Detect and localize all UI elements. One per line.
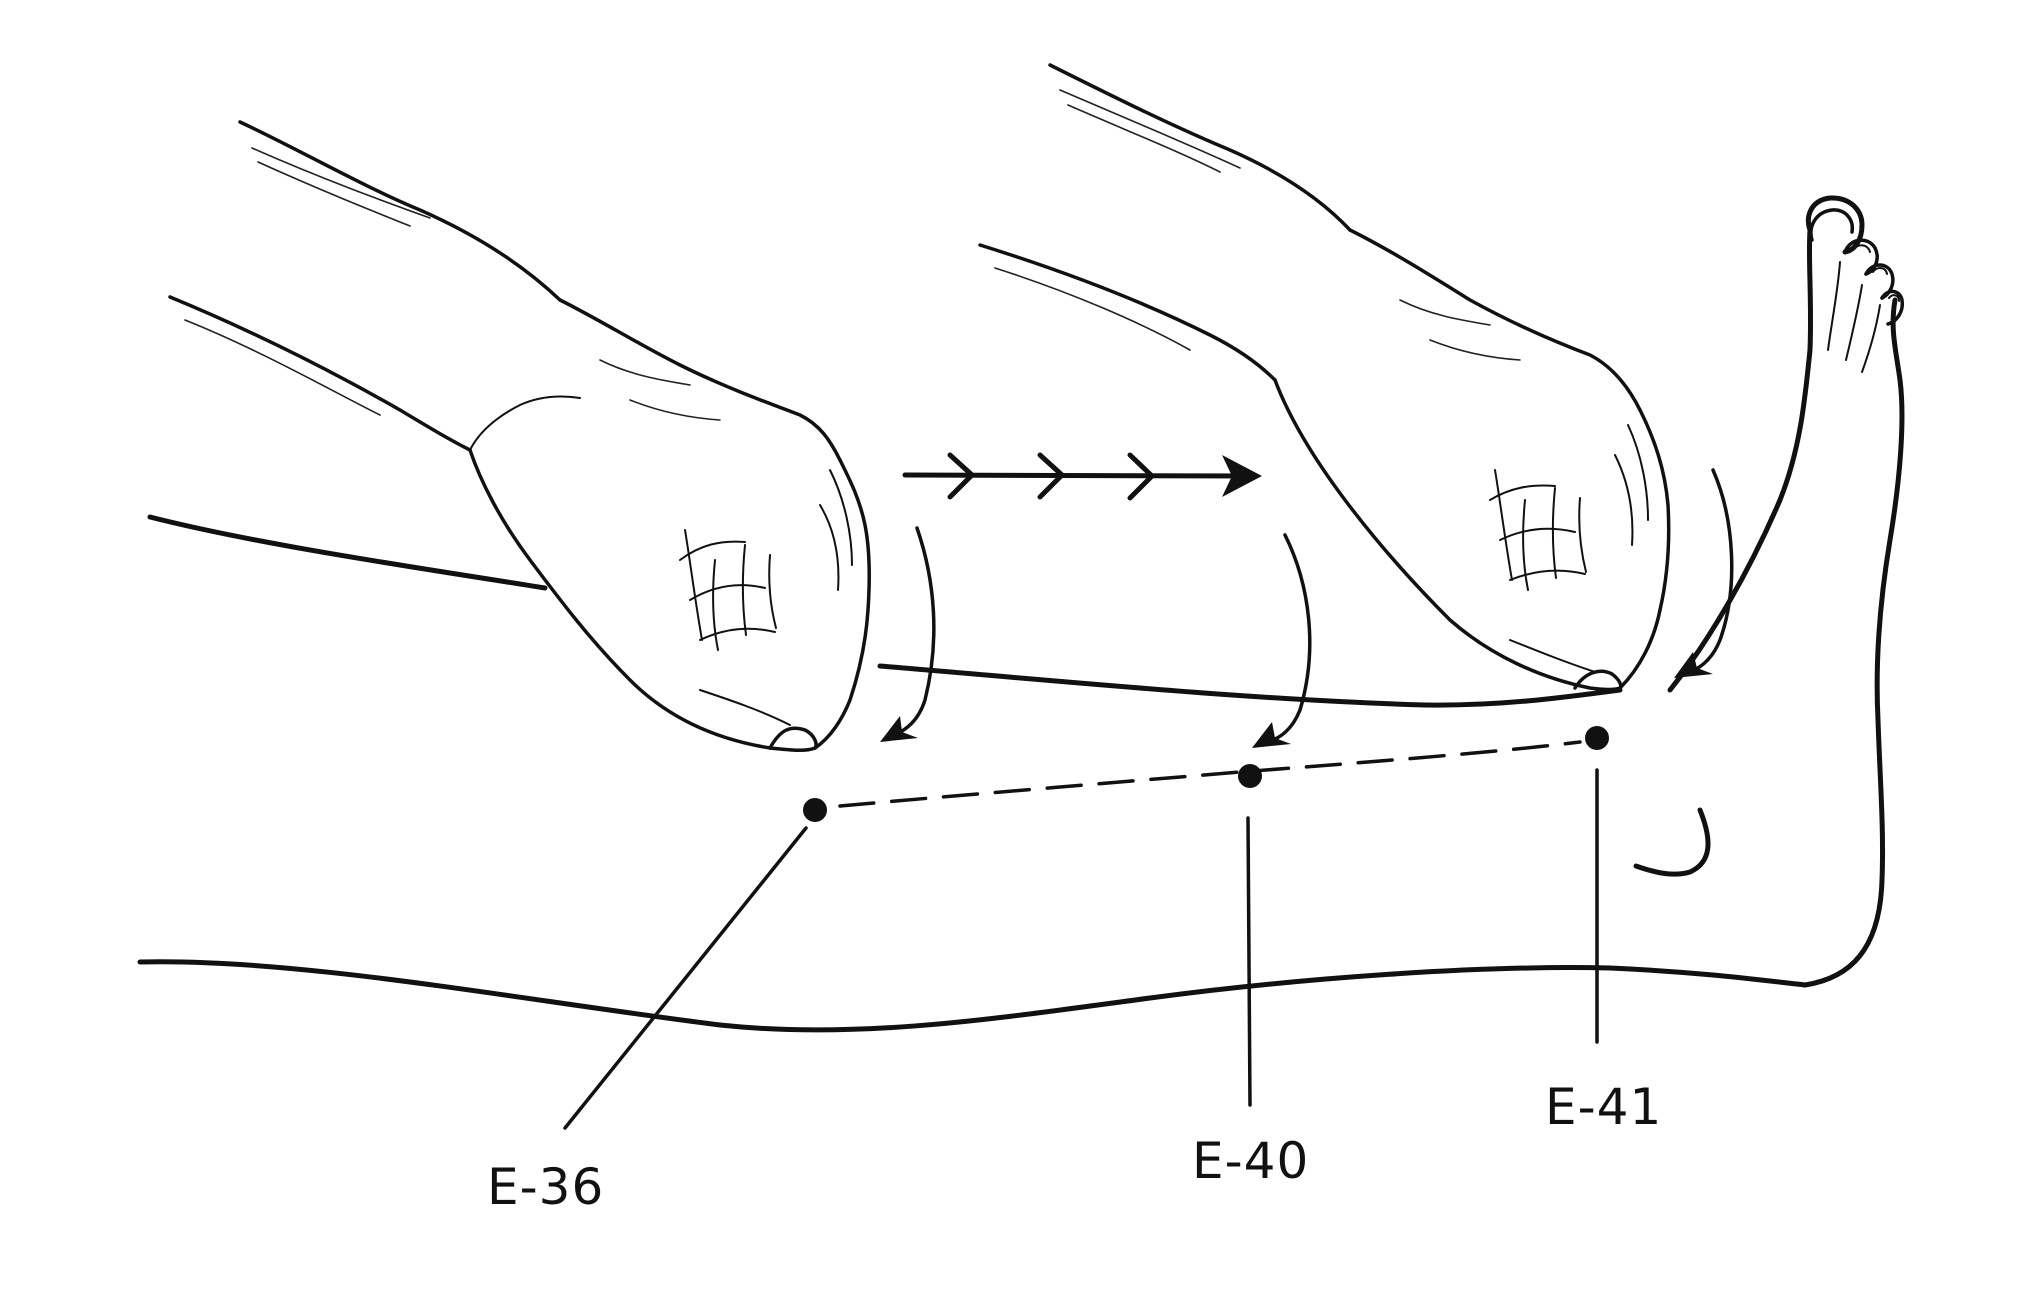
acupoint-e36 — [563, 798, 827, 1130]
pressure-arrow-3 — [1674, 468, 1734, 678]
pressure-arrow-1 — [880, 526, 936, 742]
pressure-arrow-2 — [1252, 533, 1312, 748]
point-label-e40: E-40 — [1192, 1132, 1310, 1190]
motion-arrow — [902, 452, 1262, 501]
right-hand — [978, 63, 1671, 692]
left-hand — [168, 120, 871, 753]
foot-outline — [1667, 195, 1905, 988]
acupoint-e40 — [1238, 764, 1262, 1107]
leg-outline — [137, 514, 1808, 1033]
point-label-e36: E-36 — [487, 1158, 605, 1216]
meridian-line — [838, 740, 1582, 808]
acupoint-e41 — [1585, 726, 1609, 1044]
point-label-e41: E-41 — [1545, 1078, 1663, 1136]
